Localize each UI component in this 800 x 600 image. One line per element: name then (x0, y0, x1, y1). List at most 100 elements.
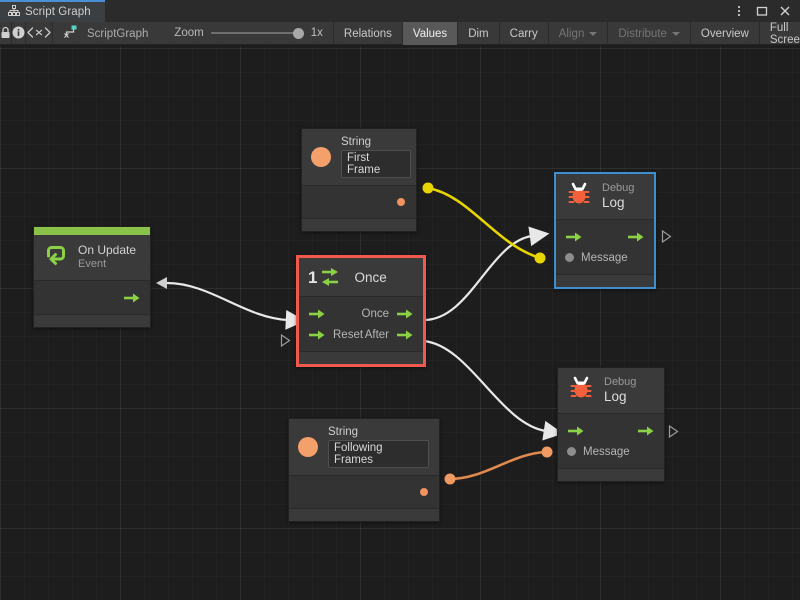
graph-hierarchy-icon (8, 4, 20, 20)
port-row-once[interactable]: Once (299, 303, 423, 324)
node-once[interactable]: 1 Once (296, 255, 426, 367)
node-string-following-frames[interactable]: String Following Frames (288, 418, 440, 522)
wire-endpoint-dot (534, 252, 546, 264)
node-header: String Following Frames (289, 419, 439, 476)
wire-onupdate-to-once (166, 281, 306, 330)
bug-icon (567, 375, 595, 406)
node-accent-bar (34, 227, 150, 235)
toolbar-button-overview-label: Overview (700, 27, 749, 40)
toolbar-button-full-screen[interactable]: Full Screen (760, 22, 800, 46)
node-string-first-frame[interactable]: String First Frame (301, 128, 417, 232)
flow-arrow-icon (124, 293, 140, 302)
output-flow-port[interactable] (637, 425, 655, 437)
node-debug-log-top[interactable]: Debug Log (554, 172, 656, 289)
toolbar-button-distribute-label: Distribute (618, 27, 667, 40)
flow-arrow-icon (638, 426, 654, 435)
toolbar-button-relations[interactable]: Relations (334, 22, 403, 45)
input-flow-port[interactable] (308, 308, 326, 320)
flow-arrow-icon[interactable] (396, 329, 414, 341)
toolbar-button-dim[interactable]: Dim (458, 22, 500, 45)
event-loop-icon (43, 242, 69, 273)
maximize-icon[interactable] (755, 4, 769, 18)
flow-arrow-icon (568, 426, 584, 435)
toolbar-button-align[interactable]: Align (549, 22, 609, 45)
node-footer (34, 314, 150, 327)
node-header: Debug Log (558, 368, 664, 414)
port-row-message[interactable]: Message (558, 441, 664, 462)
input-message-port[interactable] (565, 253, 574, 262)
output-port-after-label: After (364, 328, 389, 341)
toolbar-button-distribute[interactable]: Distribute (608, 22, 691, 45)
port-row-reset-after[interactable]: Reset After (299, 324, 423, 345)
graph-canvas[interactable]: On Update Event (0, 46, 800, 600)
zoom-slider-handle[interactable] (292, 27, 304, 39)
toolbar-button-relations-label: Relations (343, 27, 392, 40)
close-icon[interactable] (778, 4, 792, 18)
code-brackets-icon (26, 26, 52, 41)
output-flow-port[interactable] (627, 231, 645, 243)
wire-endpoint-dot (444, 473, 456, 485)
port-row-flow-out[interactable] (34, 287, 150, 308)
node-subtitle: Log (602, 195, 625, 211)
node-body (302, 186, 416, 218)
output-port-once-label: Once (361, 307, 390, 320)
output-string-port[interactable] (397, 198, 405, 206)
once-counter-icon: 1 (308, 265, 341, 289)
node-title: Once (354, 269, 387, 285)
more-options-icon[interactable] (732, 4, 746, 18)
flow-arrow-icon (309, 309, 325, 318)
zoom-label: Zoom (174, 27, 204, 39)
zoom-value-label: 1x (310, 27, 323, 39)
node-title: String (328, 426, 359, 438)
output-string-port[interactable] (420, 488, 428, 496)
port-row-flow[interactable] (558, 420, 664, 441)
input-message-port[interactable] (567, 447, 576, 456)
output-flow-port[interactable] (123, 292, 141, 304)
wire-string-first-frame-to-message (427, 186, 541, 260)
zoom-slider[interactable] (210, 27, 304, 39)
wire-string-following-frames-to-message (449, 450, 548, 481)
string-value-input[interactable]: Following Frames (328, 440, 429, 468)
input-message-label: Message (581, 251, 628, 264)
wire-endpoint-dot (422, 182, 434, 194)
port-row-message[interactable]: Message (556, 247, 654, 268)
flow-arrow-icon[interactable] (396, 308, 414, 320)
node-debug-log-bottom[interactable]: Debug Log (557, 367, 665, 482)
wire-endpoint-dot (541, 446, 553, 458)
flow-arrow-icon (628, 232, 644, 241)
window-titlebar: Script Graph (0, 0, 800, 22)
toolbar-button-dim-label: Dim (468, 27, 489, 40)
input-message-label: Message (583, 445, 630, 458)
node-header: String First Frame (302, 129, 416, 186)
input-flow-port[interactable] (565, 231, 583, 243)
zoom-control[interactable]: Zoom 1x (164, 22, 334, 44)
tab-script-graph[interactable]: Script Graph (0, 0, 105, 22)
string-circle-icon (298, 437, 318, 457)
scriptgraph-icon (63, 25, 79, 42)
unconnected-output-marker[interactable] (668, 425, 679, 438)
string-value-input[interactable]: First Frame (341, 150, 411, 178)
unconnected-input-marker[interactable] (280, 334, 291, 347)
toolbar-button-carry[interactable]: Carry (500, 22, 549, 45)
port-row-flow[interactable] (556, 226, 654, 247)
input-port-reset[interactable]: Reset (308, 329, 363, 341)
bug-icon (565, 181, 593, 212)
node-on-update[interactable]: On Update Event (33, 226, 151, 328)
lock-icon (0, 26, 11, 42)
info-button[interactable] (12, 22, 26, 45)
toolbar-button-values-label: Values (412, 27, 448, 40)
wire-start-arrow (156, 277, 167, 289)
input-flow-port[interactable] (567, 425, 585, 437)
once-badge: 1 (308, 267, 318, 287)
node-title: On Update (78, 243, 137, 258)
node-title: Debug (604, 376, 637, 389)
toggle-code-view-button[interactable] (26, 22, 53, 45)
unconnected-output-marker[interactable] (661, 230, 672, 243)
toolbar-button-overview[interactable]: Overview (691, 22, 760, 45)
info-icon (12, 26, 25, 42)
toolbar-button-values[interactable]: Values (402, 22, 459, 45)
node-body (34, 281, 150, 314)
node-subtitle: Event (78, 258, 107, 271)
graph-breadcrumb[interactable]: ScriptGraph (53, 22, 164, 45)
lock-button[interactable] (0, 22, 12, 45)
